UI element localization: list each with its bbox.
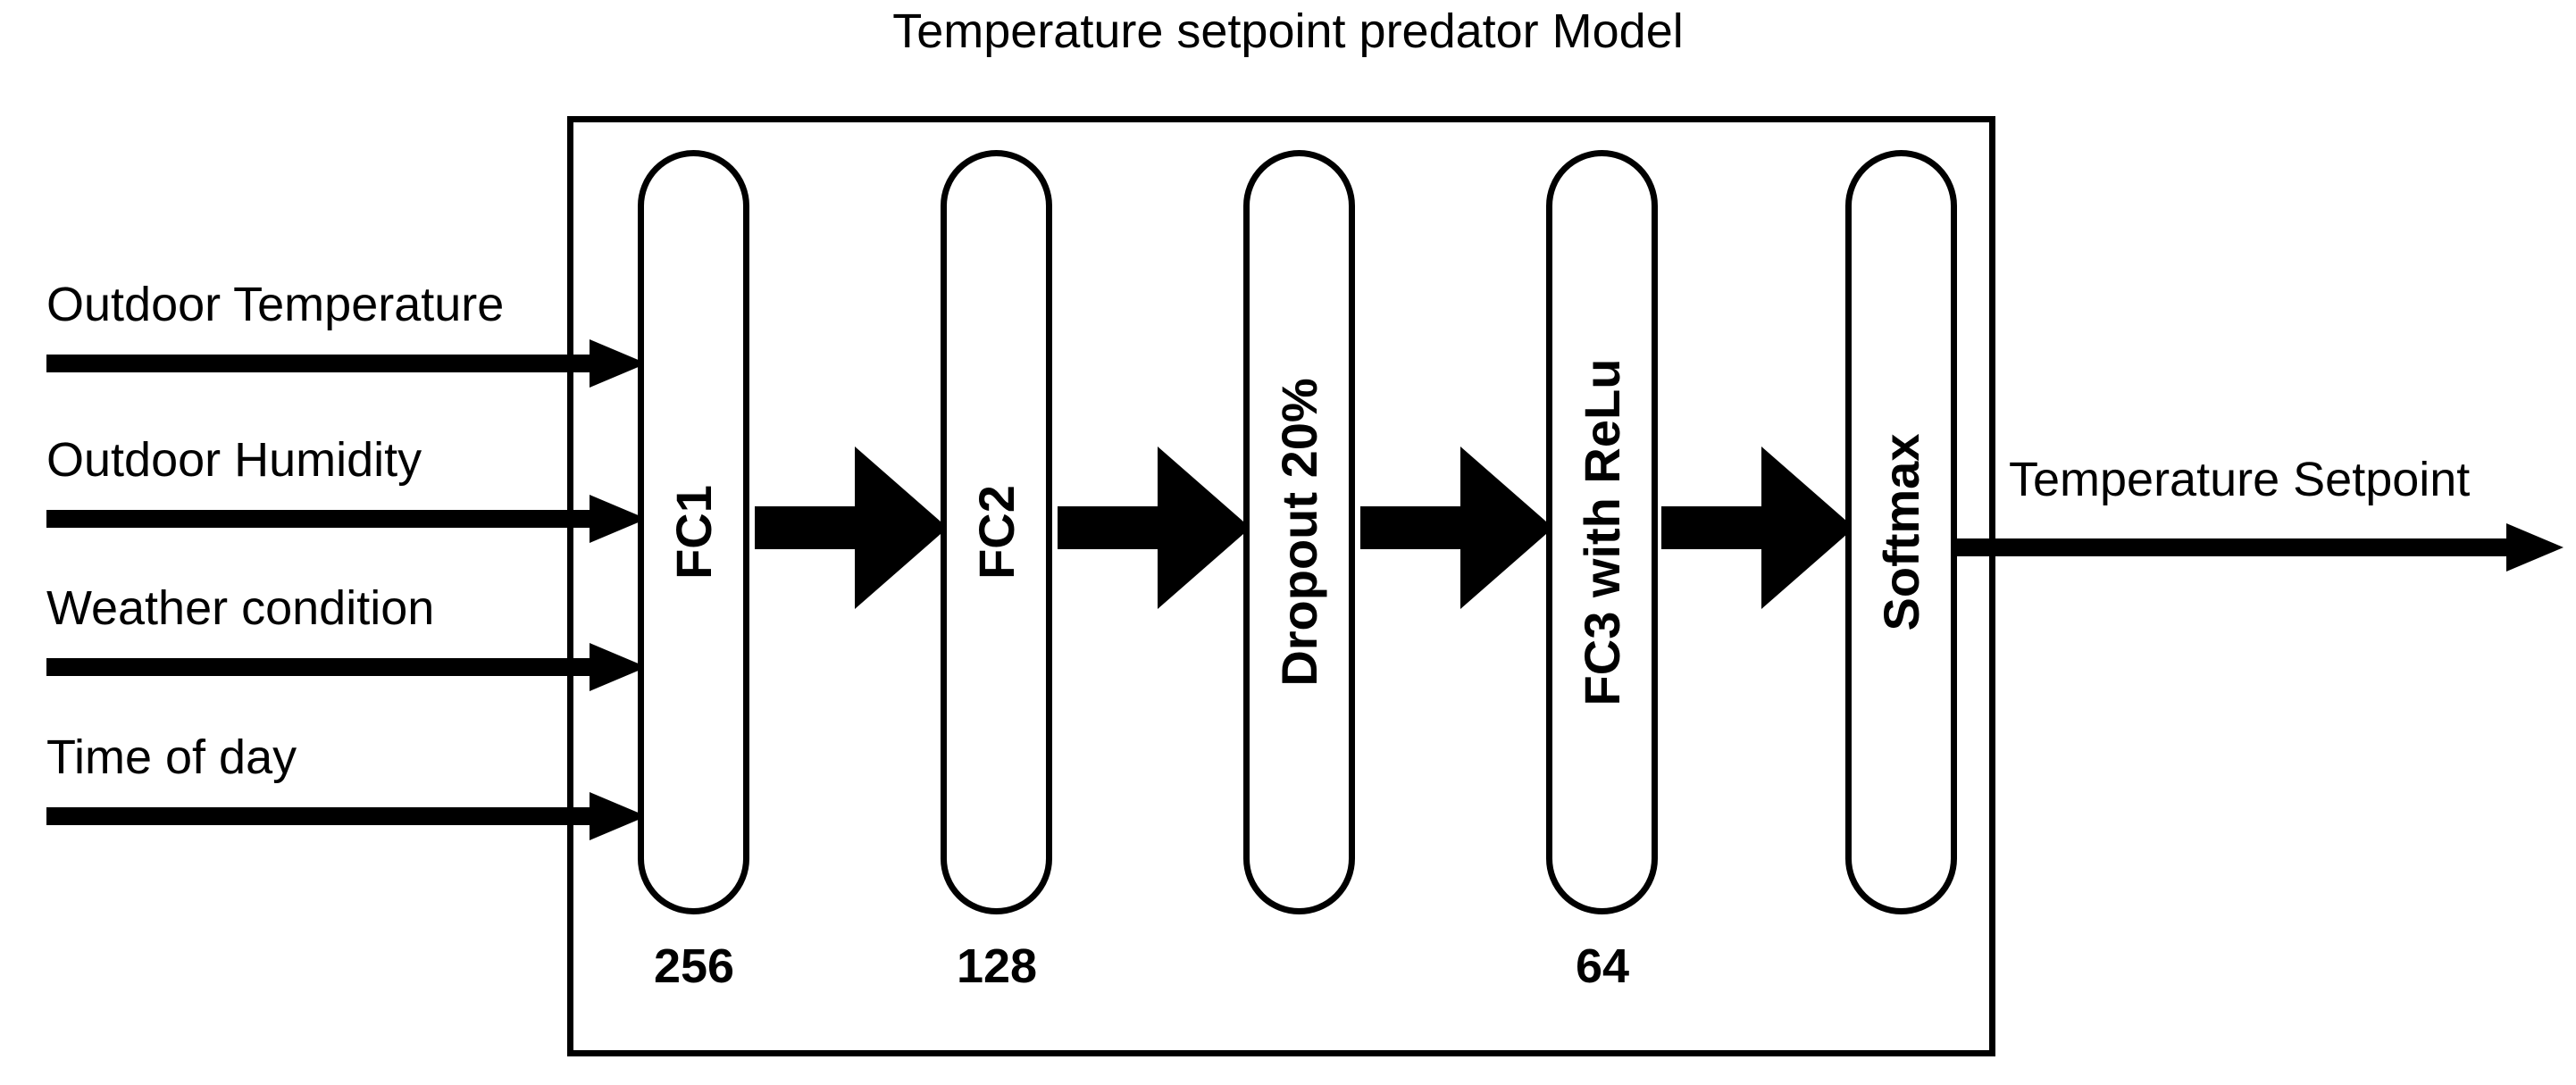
input-row-outdoor-humidity: Outdoor Humidity	[0, 433, 679, 577]
model-boundary-box	[567, 116, 1995, 1056]
arrow-right-icon	[46, 489, 647, 548]
input-label-time-of-day: Time of day	[46, 730, 297, 784]
unit-count-fc3-relu: 64	[1575, 939, 1630, 993]
arrow-right-icon	[46, 334, 647, 393]
block-arrow-right-icon	[1058, 447, 1250, 609]
input-label-outdoor-temperature: Outdoor Temperature	[46, 278, 505, 331]
unit-count-fc1: 256	[653, 939, 735, 993]
page-title: Temperature setpoint predator Model	[892, 4, 1684, 58]
input-row-weather-condition: Weather condition	[0, 581, 679, 725]
layer-label-dropout: Dropout 20%	[1270, 378, 1327, 687]
input-row-time-of-day: Time of day	[0, 730, 679, 874]
layer-pill-fc1[interactable]: FC1	[638, 150, 749, 914]
layer-pill-dropout[interactable]: Dropout 20%	[1243, 150, 1355, 914]
layer-pill-softmax[interactable]: Softmax	[1845, 150, 1957, 914]
unit-count-fc2: 128	[956, 939, 1038, 993]
layer-pill-fc3-relu[interactable]: FC3 with ReLu	[1546, 150, 1658, 914]
layer-label-fc3-relu: FC3 with ReLu	[1573, 358, 1630, 706]
layer-label-softmax: Softmax	[1872, 433, 1929, 631]
block-arrow-right-icon	[1360, 447, 1553, 609]
layer-pill-fc2[interactable]: FC2	[941, 150, 1052, 914]
arrow-right-icon	[1956, 518, 2563, 577]
arrow-right-icon	[46, 638, 647, 697]
block-arrow-right-icon	[1661, 447, 1854, 609]
layer-label-fc2: FC2	[967, 485, 1025, 580]
output-label-temperature-setpoint: Temperature Setpoint	[2009, 453, 2471, 506]
input-row-outdoor-temperature: Outdoor Temperature	[0, 278, 679, 421]
input-label-weather-condition: Weather condition	[46, 581, 435, 635]
input-label-outdoor-humidity: Outdoor Humidity	[46, 433, 422, 487]
block-arrow-right-icon	[755, 447, 948, 609]
arrow-right-icon	[46, 787, 647, 846]
layer-label-fc1: FC1	[665, 485, 722, 580]
